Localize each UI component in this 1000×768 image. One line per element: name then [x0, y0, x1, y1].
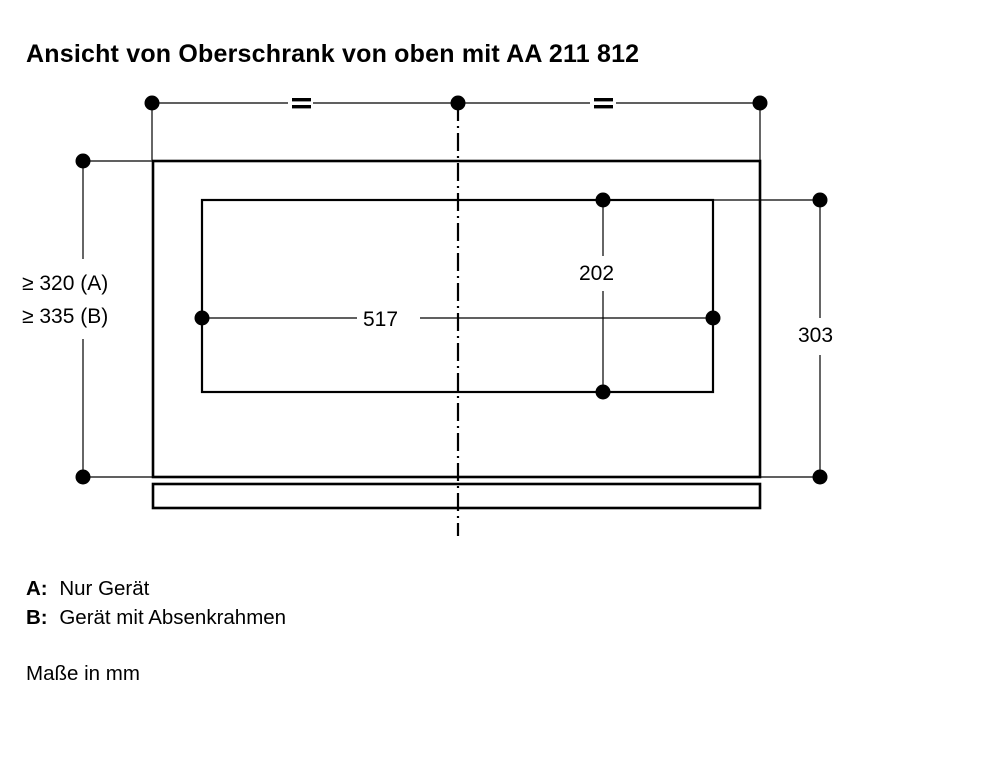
units-note: Maße in mm: [26, 662, 140, 685]
legend-b-key: B:: [26, 606, 48, 629]
left-dim-dot-top: [75, 153, 91, 169]
dimension-label-320-a: ≥ 320 (A): [22, 272, 109, 295]
dim-517-dot-right: [705, 310, 721, 326]
legend-entry-a: A: Nur Gerät: [26, 577, 149, 601]
dimension-label-335-b: ≥ 335 (B): [22, 305, 109, 328]
legend-b-text: Gerät mit Absenkrahmen: [59, 606, 287, 629]
legend-entry-b: B: Gerät mit Absenkrahmen: [26, 606, 286, 630]
outer-cabinet-rect: [151, 159, 762, 479]
top-dim-dot-center: [450, 95, 466, 111]
right-dim-dot-top: [812, 192, 828, 208]
legend-a-text: Nur Gerät: [59, 577, 150, 600]
top-dim-dot-left: [144, 95, 160, 111]
dimension-label-202: 202: [579, 262, 615, 285]
dimension-label-303: 303: [798, 324, 834, 347]
page-title: Ansicht von Oberschrank von oben mit AA …: [26, 40, 640, 68]
legend-a-key: A:: [26, 577, 48, 600]
dimension-label-517: 517: [363, 308, 399, 331]
right-dim-dot-bottom: [812, 469, 828, 485]
equal-mark-right-icon: [594, 98, 613, 109]
left-dim-dot-bottom: [75, 469, 91, 485]
equal-mark-left-icon: [292, 98, 311, 109]
dim-202-dot-top: [595, 192, 611, 208]
lower-front-bar: [151, 482, 762, 510]
dim-202-dot-bottom: [595, 384, 611, 400]
dim-517-dot-left: [194, 310, 210, 326]
top-dim-dot-right: [752, 95, 768, 111]
